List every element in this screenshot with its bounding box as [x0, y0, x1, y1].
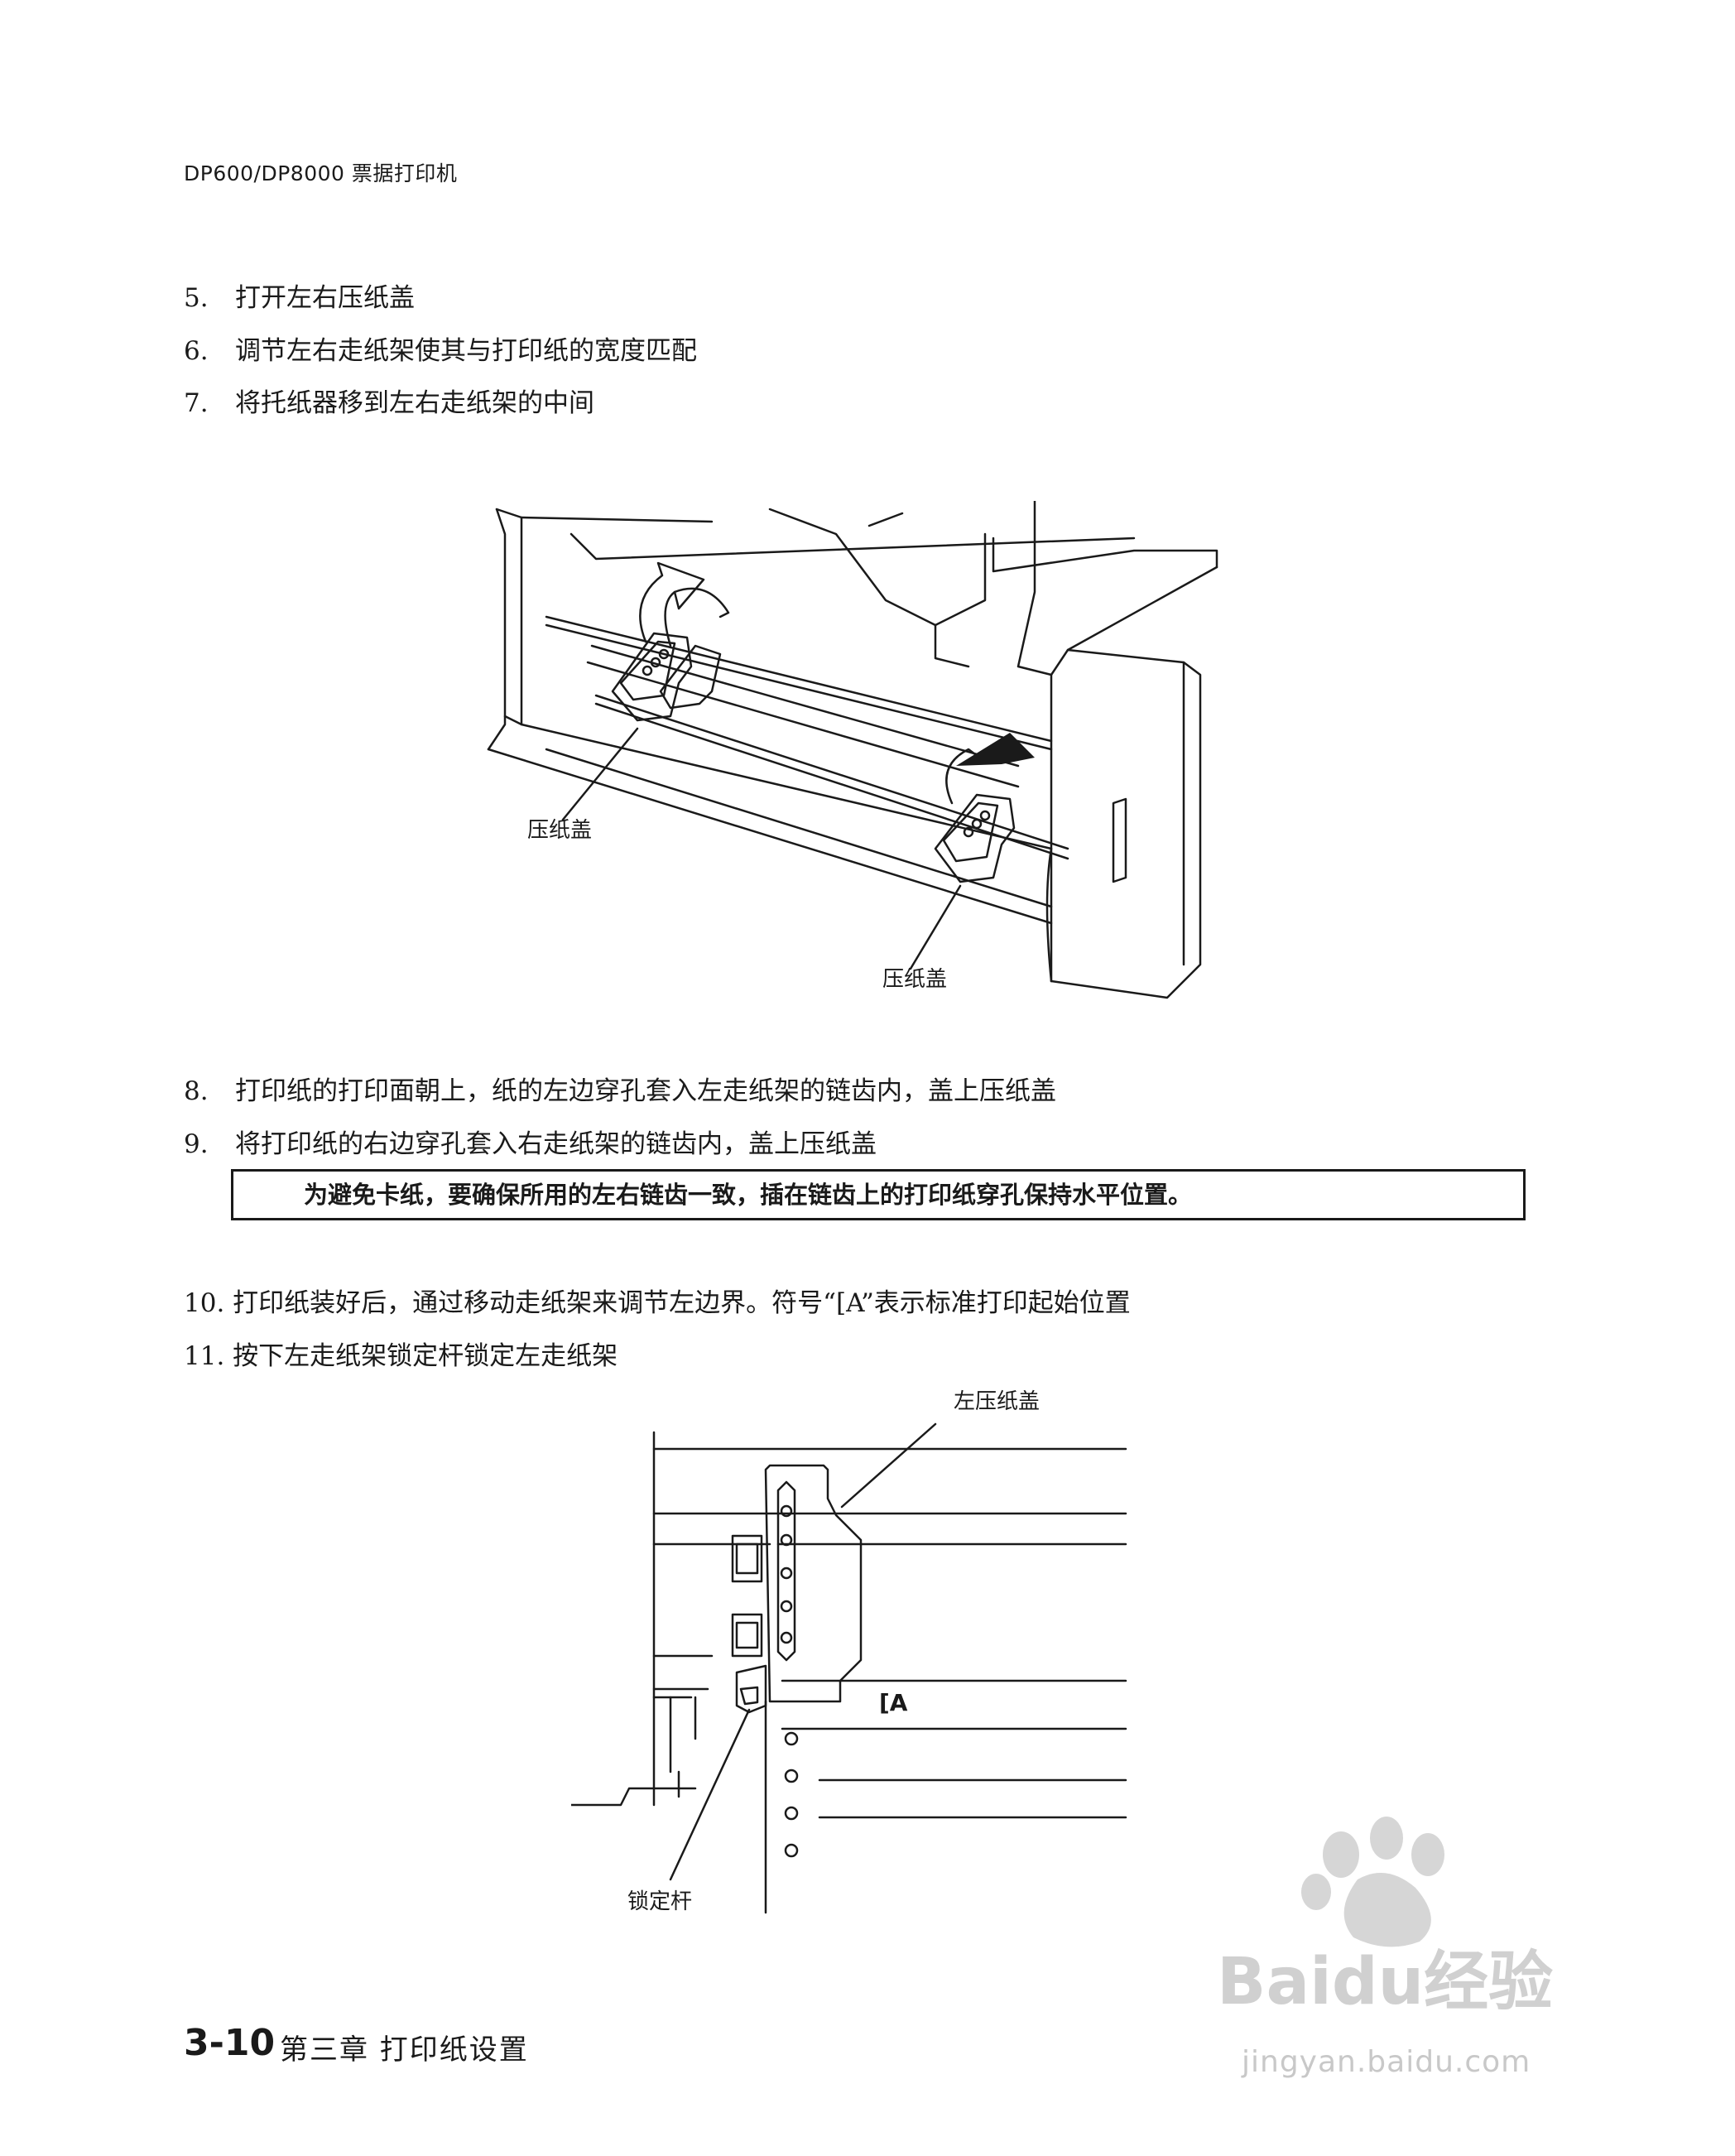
page-number: 3-10: [184, 2022, 276, 2064]
step-8: 8.打印纸的打印面朝上，纸的左边穿孔套入左走纸架的链齿内，盖上压纸盖: [184, 1076, 1056, 1106]
step-6: 6.调节左右走纸架使其与打印纸的宽度匹配: [184, 336, 697, 366]
watermark-url: jingyan.baidu.com: [1242, 2045, 1531, 2079]
watermark-logo-text: Baidu经验: [1217, 1945, 1553, 2019]
left-cover-label: 左压纸盖: [954, 1389, 1041, 1414]
chapter-title: 第三章 打印纸设置: [280, 2033, 529, 2067]
lock-lever-label: 锁定杆: [627, 1889, 693, 1914]
warning-note: 为避免卡纸，要确保所用的左右链齿一致，插在链齿上的打印纸穿孔保持水平位置。: [231, 1169, 1526, 1220]
cover-label-left: 压纸盖: [527, 818, 593, 843]
step-10: 10. 打印纸装好后，通过移动走纸架来调节左边界。符号“[A”表示标准打印起始位…: [184, 1288, 1131, 1318]
printer-cover-illustration: [487, 501, 1218, 999]
step-5: 5.打开左右压纸盖: [184, 283, 415, 313]
step-7: 7.将托纸器移到左右走纸架的中间: [184, 388, 594, 418]
print-start-mark: [A: [879, 1689, 908, 1716]
step-9: 9.将打印纸的右边穿孔套入右走纸架的链齿内，盖上压纸盖: [184, 1129, 877, 1159]
page-header: DP600/DP8000 票据打印机: [184, 161, 458, 185]
tractor-lock-illustration: [571, 1422, 1127, 1914]
step-11: 11. 按下左走纸架锁定杆锁定左走纸架: [184, 1341, 618, 1371]
baidu-watermark-logo: Baidu经验: [1217, 1817, 1553, 2019]
cover-label-right: 压纸盖: [882, 967, 948, 992]
